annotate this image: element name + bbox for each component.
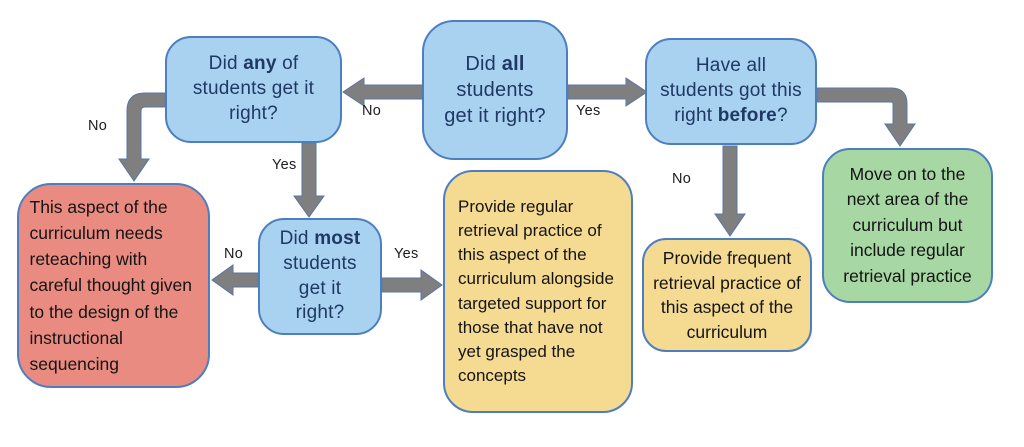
arrow-all-no xyxy=(342,77,423,107)
outcome-text-reteach: This aspect of the curriculum needs rete… xyxy=(29,196,192,375)
outcome-text-regular: Provide regular retrieval practice of th… xyxy=(458,197,614,385)
question-all-bold: all xyxy=(501,53,525,75)
edge-label-most-yes: Yes xyxy=(394,246,419,262)
arrow-most-yes xyxy=(381,269,443,301)
arrow-any-yes xyxy=(293,142,325,218)
outcome-text-frequent: Provide frequent retrieval practice of t… xyxy=(653,248,801,342)
node-frequent-retrieval: Provide frequent retrieval practice of t… xyxy=(642,238,812,352)
question-before-pre: Have all students got this right xyxy=(660,55,802,126)
question-text-before: Have all students got this right before? xyxy=(660,54,802,128)
node-did-most: Did most students get it right? xyxy=(258,218,382,335)
node-regular-retrieval: Provide regular retrieval practice of th… xyxy=(443,170,633,413)
edge-label-any-no: No xyxy=(88,118,108,134)
outcome-text-moveon: Move on to the next area of the curricul… xyxy=(843,164,972,286)
edge-label-before-no: No xyxy=(672,171,692,187)
node-got-right-before: Have all students got this right before? xyxy=(645,38,817,145)
question-before-bold: before xyxy=(717,104,777,126)
edge-label-any-yes: Yes xyxy=(272,157,297,173)
question-text-all: Did all students get it right? xyxy=(441,51,549,129)
arrow-most-no xyxy=(211,264,259,296)
question-most-pre: Did xyxy=(279,228,315,250)
question-before-post: ? xyxy=(776,104,788,126)
question-any-post: of students get it right? xyxy=(192,53,315,124)
arrow-all-yes xyxy=(567,77,648,107)
question-all-pre: Did xyxy=(465,53,502,75)
question-text-any: Did any of students get it right? xyxy=(179,52,329,126)
question-text-most: Did most students get it right? xyxy=(272,227,368,326)
node-reteach: This aspect of the curriculum needs rete… xyxy=(17,183,210,388)
edge-label-most-no: No xyxy=(224,246,244,262)
question-most-bold: most xyxy=(314,228,361,250)
node-did-all: Did all students get it right? xyxy=(422,20,568,160)
edge-label-all-yes: Yes xyxy=(576,103,601,119)
question-any-pre: Did xyxy=(208,53,244,75)
edge-label-all-no: No xyxy=(362,103,382,119)
question-most-post: students get it right? xyxy=(283,252,357,324)
node-did-any: Did any of students get it right? xyxy=(165,36,342,143)
arrow-before-yes xyxy=(816,87,916,147)
question-all-post: students get it right? xyxy=(444,79,546,127)
arrow-before-no xyxy=(714,145,746,237)
question-any-bold: any xyxy=(243,53,277,75)
arrow-any-no xyxy=(118,92,166,182)
node-move-on: Move on to the next area of the curricul… xyxy=(822,148,993,303)
